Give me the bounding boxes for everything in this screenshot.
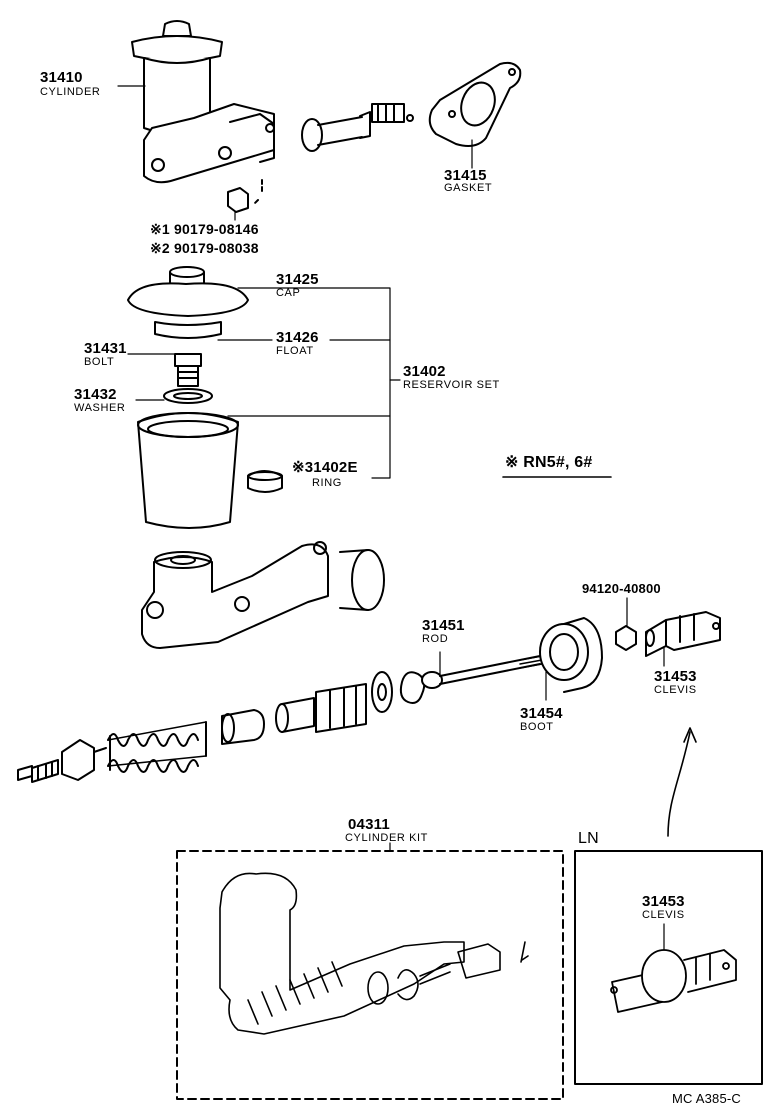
cylinder-body-illustration [141,541,385,649]
arrow-head [683,727,697,743]
part-name-boot: BOOT [520,721,554,733]
part-name-rod: ROD [422,633,449,645]
cylinder-kit-box [176,850,564,1100]
gasket-illustration [428,61,522,147]
part-name-washer: WASHER [74,402,126,414]
part-name-ring: RING [312,477,342,489]
part-name-cylinder-kit: CYLINDER KIT [345,832,428,844]
part-name-bolt: BOLT [84,356,115,368]
reservoir-set-illustration [127,266,283,529]
cylinder-assembly-illustration [131,20,414,213]
part-number-31431: 31431 [84,340,127,357]
part-name-clevis: CLEVIS [654,684,697,696]
leader-lines [117,85,665,701]
part-name-clevis-inset: CLEVIS [642,909,685,921]
part-name-reservoir-set: RESERVOIR SET [403,379,500,391]
drawing-code: MC A385-C [672,1091,741,1106]
part-name-gasket: GASKET [444,182,493,194]
part-number-31426: 31426 [276,329,319,346]
inset-label-ln: LN [578,830,599,847]
part-number-94120-40800: 94120-40800 [582,581,661,596]
note-asterisk-2: ※2 90179-08038 [150,240,259,256]
part-number-31402: 31402 [403,363,446,380]
part-number-31453-inset: 31453 [642,893,685,910]
arrow-line [667,731,691,837]
cylinder-kit-outline [219,872,529,1035]
part-number-31432: 31432 [74,386,117,403]
part-number-04311: 04311 [348,816,390,833]
ln-inset-box [574,850,763,1085]
part-number-31454: 31454 [520,705,563,722]
part-name-cylinder: CYLINDER [40,86,101,98]
part-number-31410: 31410 [40,69,83,86]
part-number-31453: 31453 [654,668,697,685]
applicability-note: ※ RN5#, 6# [505,454,593,471]
part-number-31402e: ※31402E [292,459,358,476]
part-number-31415: 31415 [444,167,487,184]
internal-parts-illustration [17,611,721,783]
part-name-cap: CAP [276,287,301,299]
part-name-float: FLOAT [276,345,314,357]
note-asterisk-1: ※1 90179-08146 [150,221,259,237]
inset-clevis-illustration [610,923,737,1013]
part-number-31425: 31425 [276,271,319,288]
part-number-31451: 31451 [422,617,465,634]
